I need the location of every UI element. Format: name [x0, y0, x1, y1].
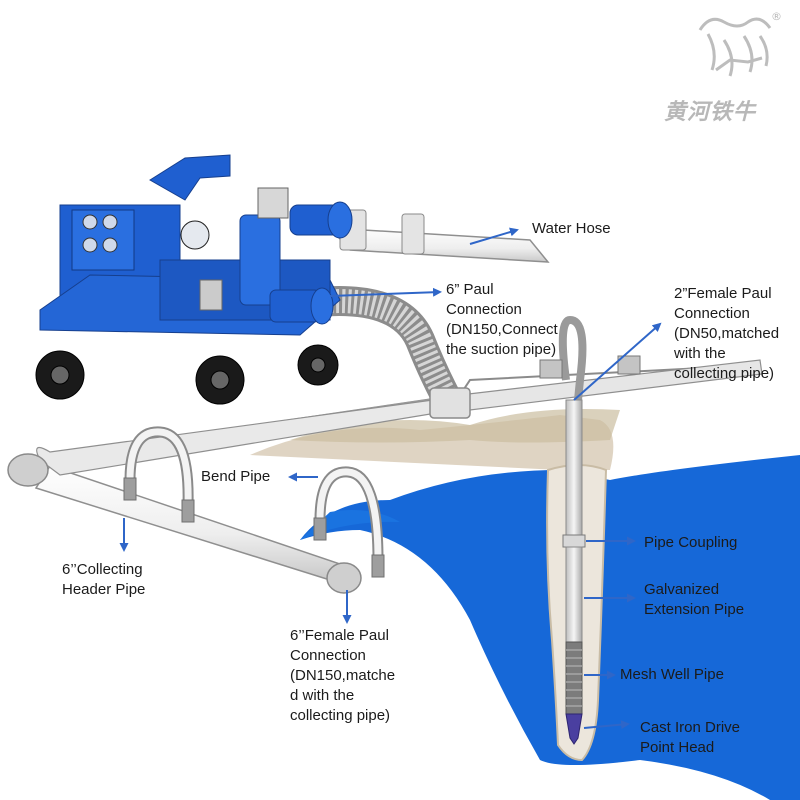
label-mesh-well-pipe: Mesh Well Pipe: [620, 666, 724, 683]
arrow-female-paul-2: [573, 322, 662, 401]
label-female-paul-2: 2”Female Paul Connection (DN50,matched w…: [674, 285, 780, 382]
bend-pipe-left: [123, 426, 195, 523]
arrow-water-hose: [469, 227, 519, 245]
collecting-header-pipe: [7, 359, 763, 581]
label-bend-pipe: Bend Pipe: [201, 468, 271, 485]
label-pipe-coupling: Pipe Coupling: [644, 534, 738, 551]
brand-logo: [698, 17, 772, 77]
pipe-coupling: [562, 534, 586, 548]
label-collecting-header: 6’’Collecting Header Pipe: [62, 561, 146, 598]
label-paul-connection-6: 6” Paul Connection (DN150,Connect the su…: [446, 281, 558, 358]
pump-unit: [39, 154, 353, 336]
label-galvanized-pipe: Galvanized Extension Pipe: [644, 581, 745, 618]
well-point-assembly: [562, 399, 586, 745]
soil-surface-texture: [290, 409, 620, 443]
brand-name: 黄河铁牛: [664, 100, 757, 125]
arrow-paul-connection-6: [329, 287, 442, 297]
bend-pipe-right: [313, 466, 385, 578]
galvanized-extension-pipe: [565, 546, 583, 643]
callout-arrows: [119, 227, 662, 730]
mesh-well-pipe: [565, 641, 583, 715]
riser-pipe-hose: [558, 315, 587, 411]
cast-iron-drive-point-head: [565, 713, 583, 745]
female-paul-connection-6: [326, 562, 362, 594]
label-female-paul-6: 6’’Female Paul Connection (DN150,matche …: [290, 627, 396, 724]
arrow-drive-point: [583, 720, 630, 730]
registered-mark: ®: [771, 10, 782, 23]
label-water-hose: Water Hose: [532, 220, 611, 237]
suction-tee: [429, 387, 471, 419]
label-drive-point: Cast Iron Drive Point Head: [640, 719, 741, 756]
pressure-gauge: [180, 220, 210, 250]
control-panel: [71, 209, 135, 271]
pump-wheels: [35, 344, 339, 405]
